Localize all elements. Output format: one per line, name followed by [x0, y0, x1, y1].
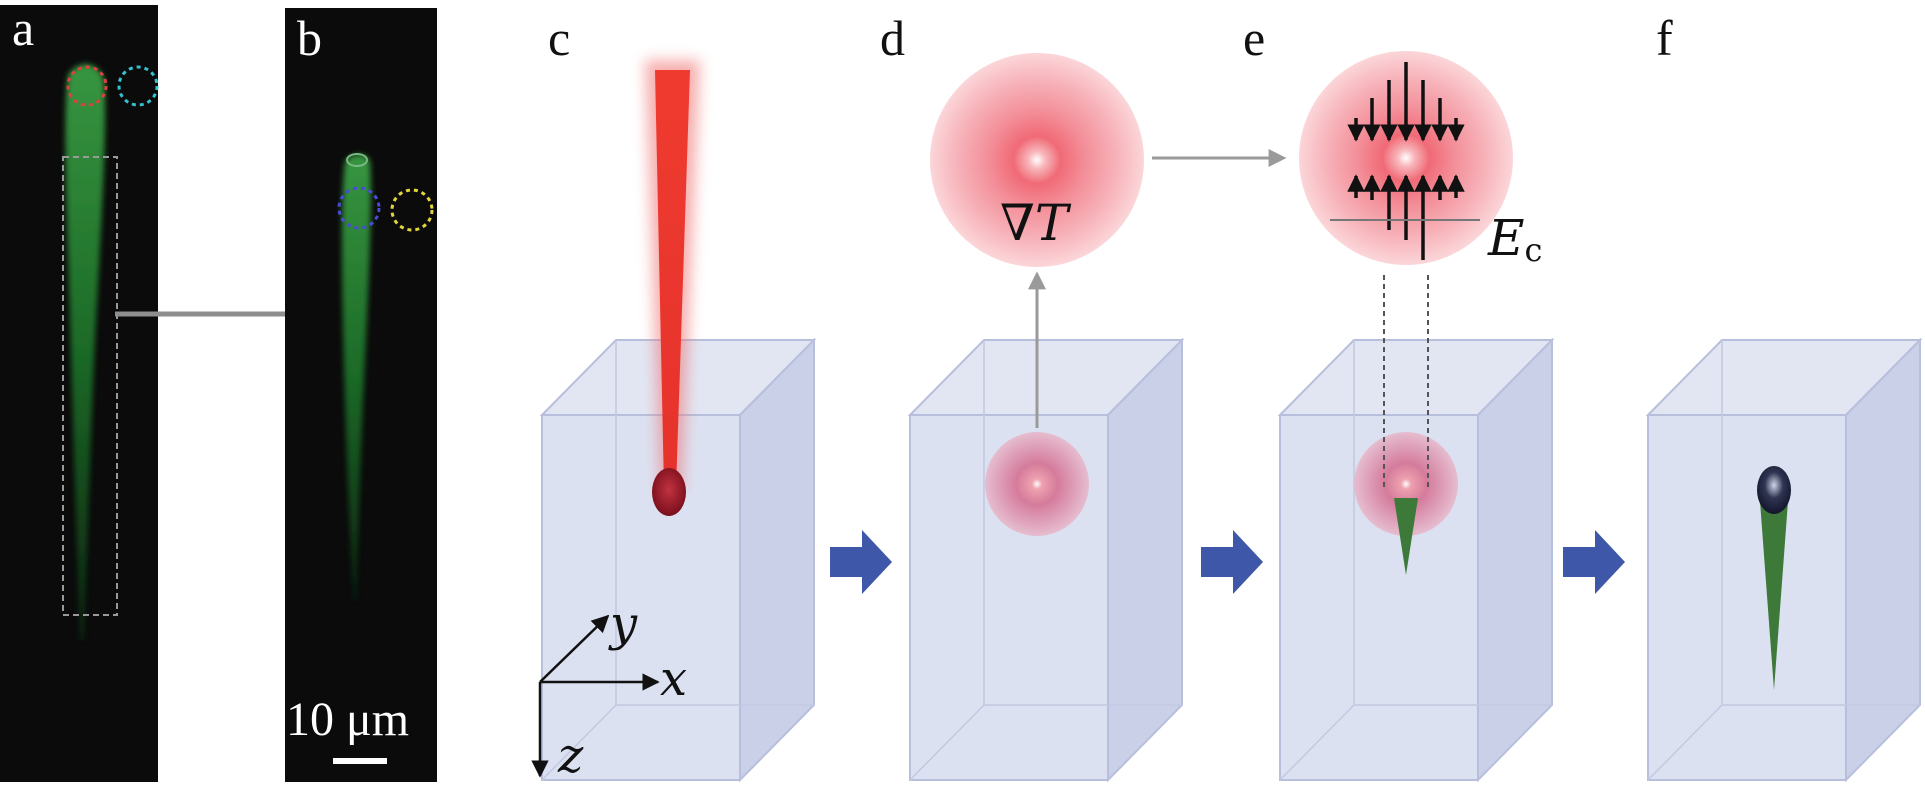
process-arrow-icon	[1563, 530, 1625, 594]
panel-d-label: d	[880, 10, 905, 66]
scale-bar	[333, 758, 387, 764]
process-arrow-icon	[830, 530, 892, 594]
field-label: Ec	[1487, 209, 1542, 269]
panel-b-micrograph: b 10 μm	[285, 8, 437, 782]
panel-a-micrograph: a	[0, 0, 159, 782]
modified-track-f	[1759, 488, 1789, 690]
field-sphere	[1299, 51, 1513, 265]
panel-d: d ∇T	[880, 10, 1185, 783]
glass-block-c	[539, 337, 817, 783]
axis-x-label: x	[660, 651, 687, 707]
panel-b-label: b	[297, 10, 322, 66]
panel-e: e	[1243, 10, 1555, 783]
glass-block-e	[1277, 337, 1555, 783]
axis-y-label: y	[608, 596, 638, 652]
modified-track-e	[1394, 498, 1418, 575]
panel-a-label: a	[12, 0, 34, 56]
glass-block-f	[1645, 337, 1923, 783]
temperature-gradient-sphere	[930, 53, 1144, 267]
void-spot	[1757, 466, 1791, 514]
heated-zone-small-e	[1354, 432, 1458, 536]
process-arrow-icon	[1201, 530, 1263, 594]
glass-block-d	[907, 337, 1185, 783]
gradient-label: ∇T	[1000, 194, 1072, 252]
axis-z-label: z	[557, 728, 584, 784]
heated-zone-small	[985, 432, 1089, 536]
focal-spot	[652, 468, 686, 516]
panel-e-label: e	[1243, 10, 1265, 66]
scale-bar-label: 10 μm	[286, 693, 409, 746]
panel-c-label: c	[548, 10, 570, 66]
coordinate-axes-icon: y x z	[531, 596, 687, 784]
panel-f: f	[1645, 10, 1923, 783]
panel-f-label: f	[1656, 10, 1673, 66]
panel-c: c y x z	[531, 10, 817, 784]
